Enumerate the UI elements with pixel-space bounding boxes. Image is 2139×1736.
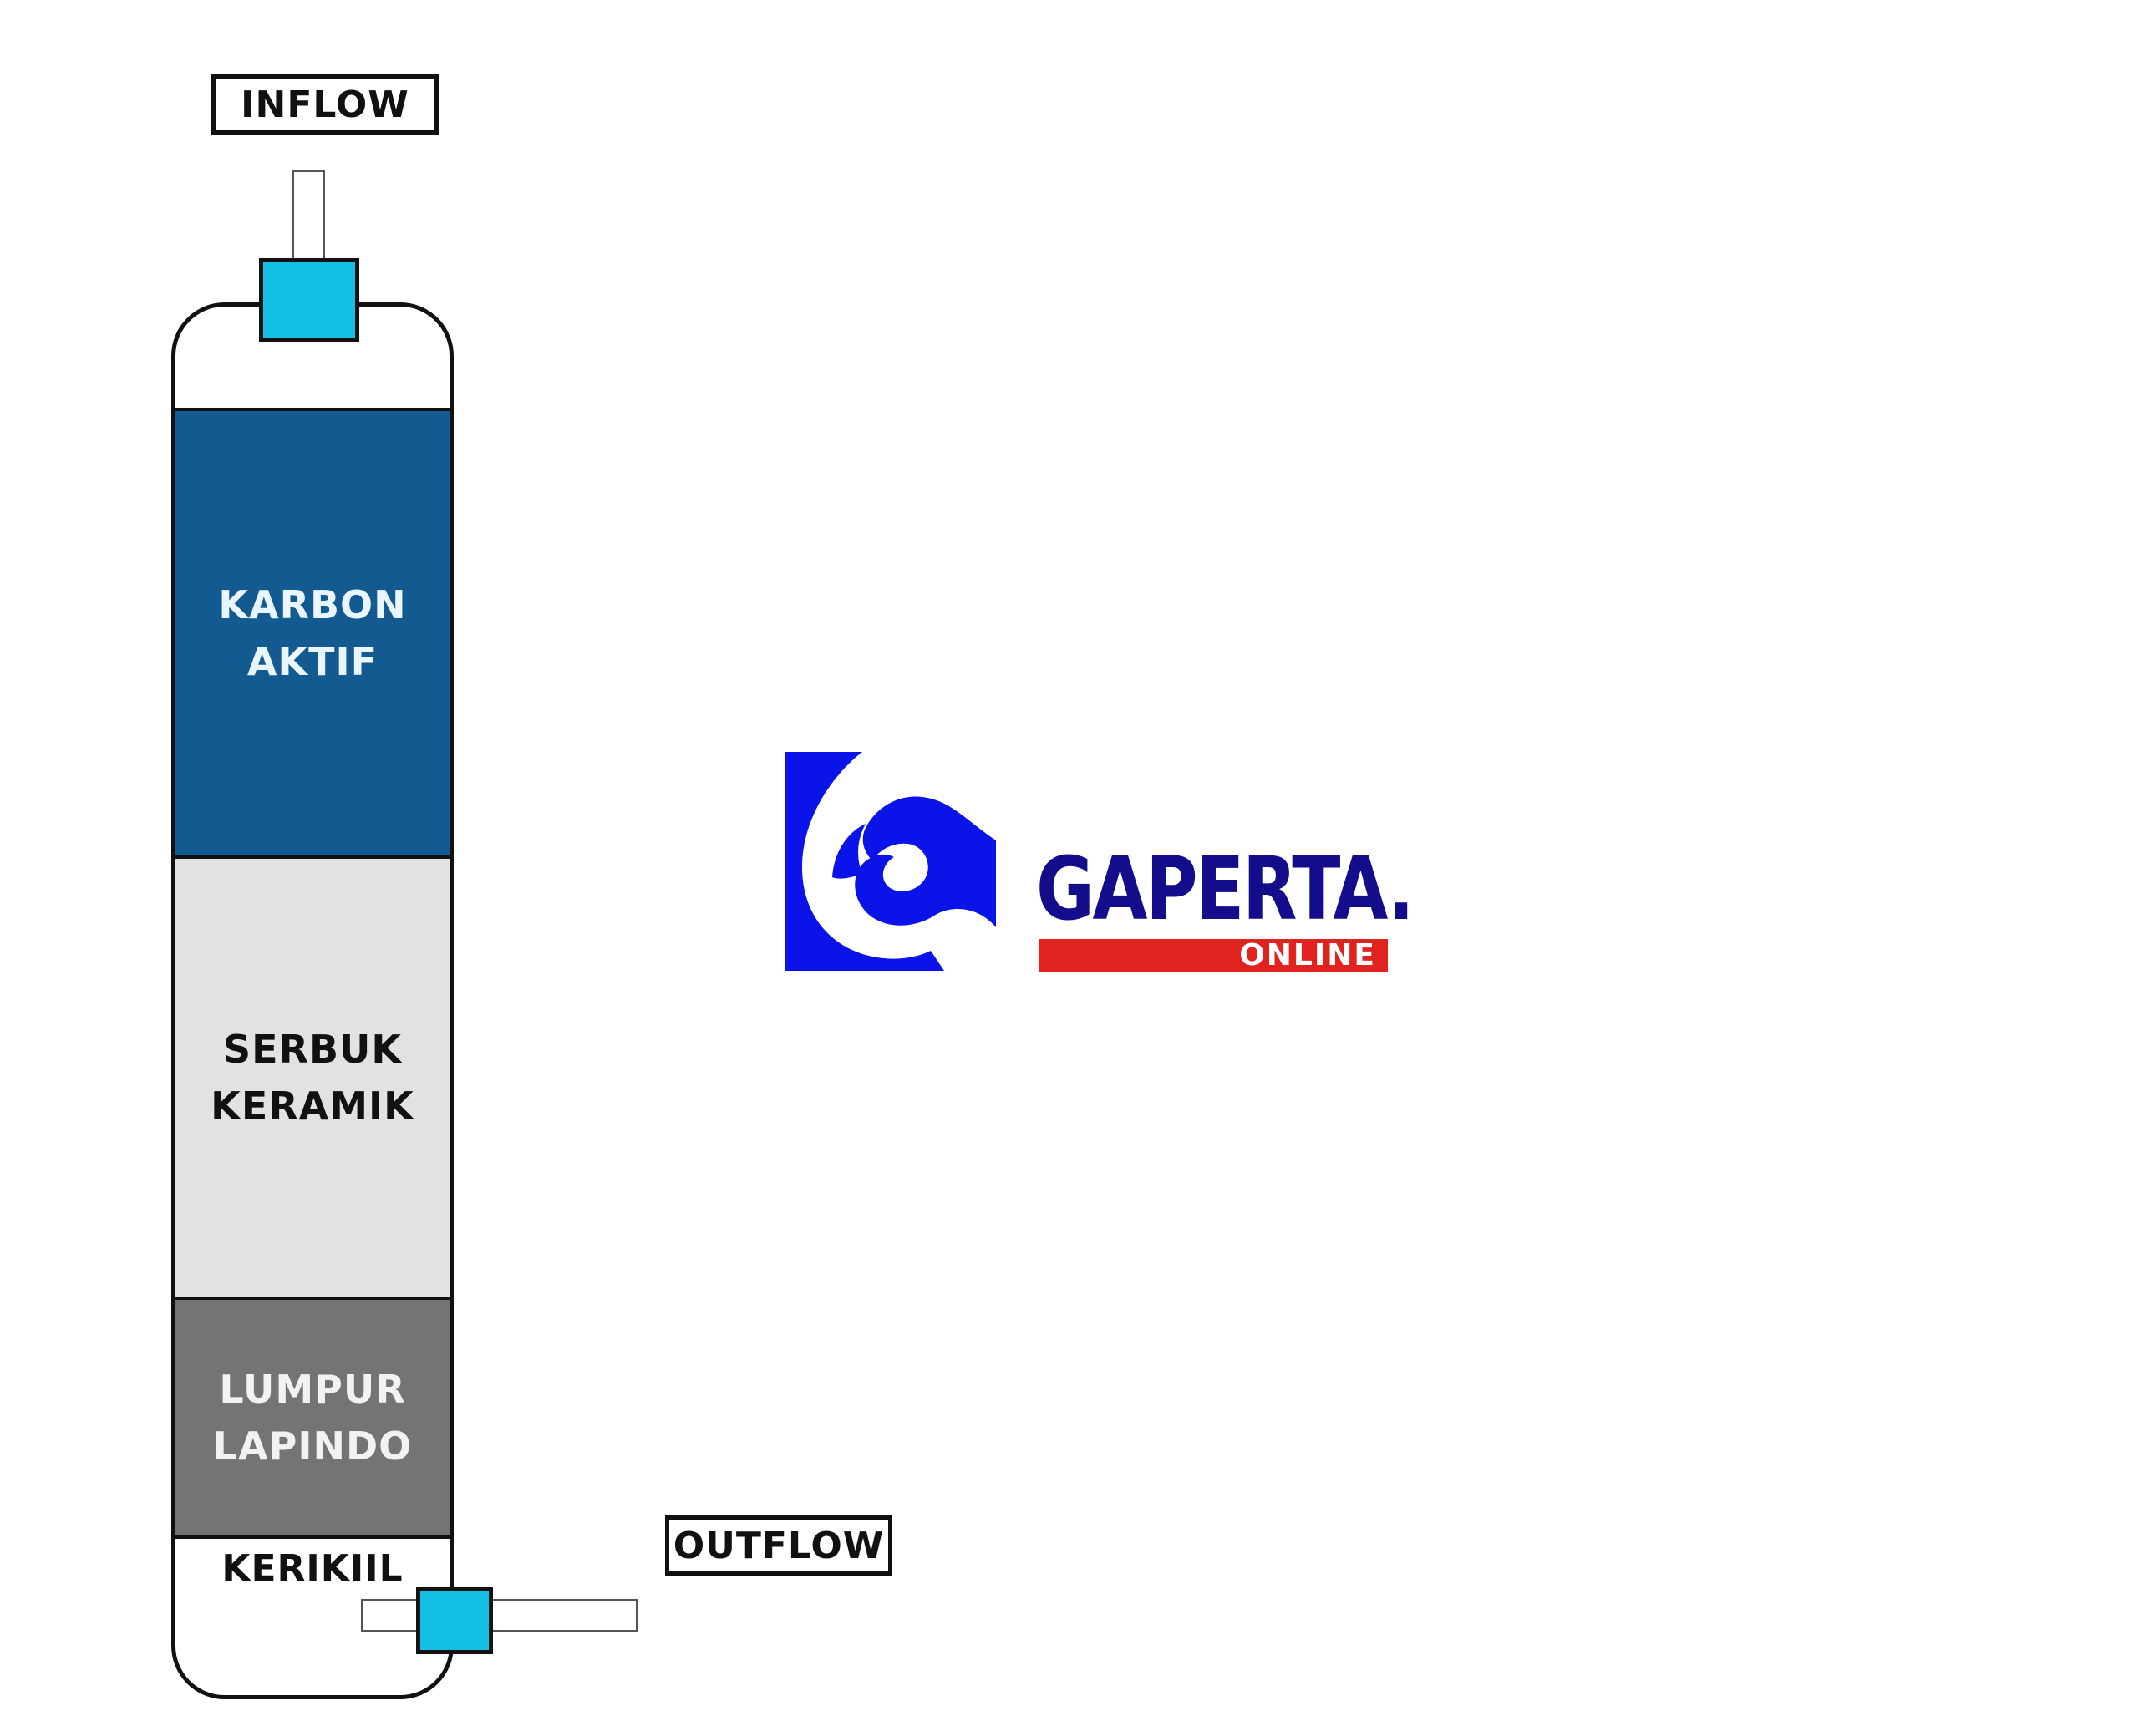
outflow-label-text: OUTFLOW (673, 1524, 885, 1567)
layer-label-line: SERBUK (222, 1027, 403, 1072)
layer-serbuk-keramik-label: SERBUK KERAMIK (211, 1021, 414, 1134)
inflow-label-text: INFLOW (241, 83, 409, 126)
layer-serbuk-keramik: SERBUK KERAMIK (175, 859, 450, 1300)
logo-mark-swirl (855, 796, 996, 927)
outflow-pipe (361, 1599, 638, 1632)
layer-karbon-aktif: KARBON AKTIF (175, 408, 450, 859)
gaperta-logo-mark-icon (785, 752, 996, 971)
layer-label-line: AKTIF (246, 639, 379, 684)
layer-karbon-aktif-label: KARBON AKTIF (218, 576, 406, 690)
brand-subtitle-bar: ONLINE (1039, 939, 1388, 972)
brand-name: GAPERTA. (1036, 838, 1415, 940)
layer-label-line: LUMPUR (219, 1367, 406, 1412)
brand-subtitle: ONLINE (1239, 938, 1376, 972)
layer-lumpur-lapindo: LUMPUR LAPINDO (175, 1300, 450, 1539)
logo-mark-shape (785, 752, 944, 971)
filter-column: KARBON AKTIF SERBUK KERAMIK LUMPUR LAPIN… (171, 302, 454, 1699)
layer-kerikil-label: KERIKIIL (221, 1547, 404, 1590)
layer-label-line: KARBON (218, 582, 407, 627)
inflow-label: INFLOW (211, 74, 439, 135)
outflow-valve (416, 1587, 493, 1654)
gaperta-logo: GAPERTA. ONLINE (785, 752, 1415, 977)
logo-mark-inner-swirl (832, 824, 866, 879)
layer-label-line: KERAMIK (211, 1084, 414, 1129)
inflow-valve (259, 258, 359, 342)
outflow-label: OUTFLOW (665, 1515, 892, 1576)
layer-lumpur-lapindo-label: LUMPUR LAPINDO (213, 1361, 413, 1475)
layer-label-line: LAPINDO (212, 1424, 413, 1469)
